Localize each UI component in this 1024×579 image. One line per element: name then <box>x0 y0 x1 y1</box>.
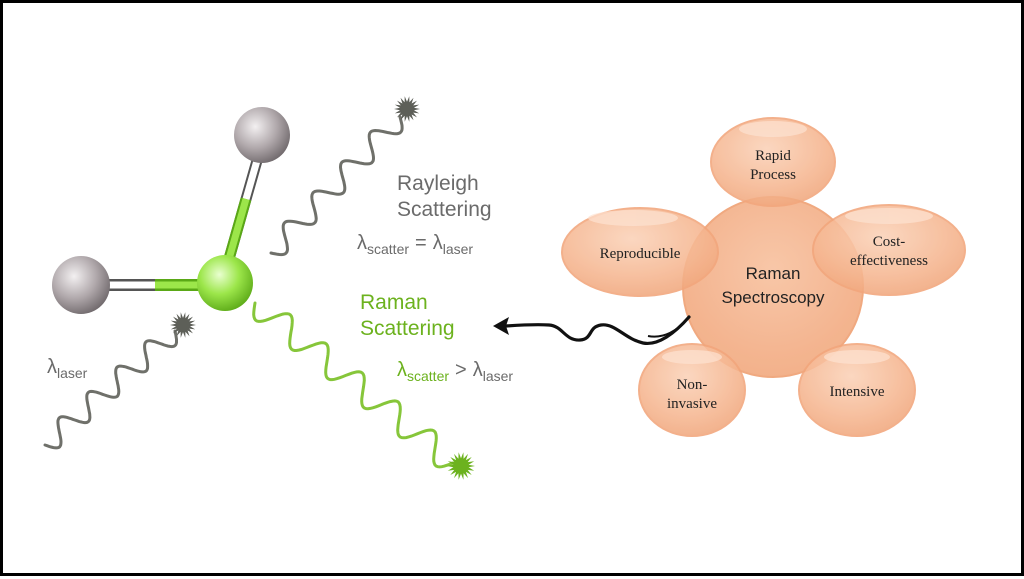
petal-intensive <box>798 343 916 437</box>
greater-than-operator: > <box>455 359 467 381</box>
center-label-line2: Spectroscopy <box>722 288 825 307</box>
subscript-laser: laser <box>443 241 474 257</box>
lambda-symbol: λ <box>397 359 407 381</box>
raman-title-line2: Scattering <box>360 317 455 340</box>
subscript-laser: laser <box>57 365 88 381</box>
subscript-laser: laser <box>483 368 514 384</box>
raman-title-line1: Raman <box>360 291 428 314</box>
raman-scattered-wave <box>252 301 455 469</box>
petal-rapid-line2: Process <box>750 167 796 183</box>
equals-operator: = <box>415 232 427 254</box>
petal-cost-line2: effectiveness <box>850 253 928 269</box>
petal-noninvasive-line2: invasive <box>667 396 717 412</box>
rayleigh-burst-icon <box>394 96 420 122</box>
petal-cost-effectiveness <box>812 204 966 296</box>
petal-cost-line1: Cost- <box>873 234 906 250</box>
incident-laser-label: λlaser <box>47 356 88 381</box>
petal-rapid-line1: Rapid <box>755 148 791 164</box>
petal-intensive-label: Intensive <box>830 384 885 400</box>
burst-core <box>176 318 190 332</box>
center-label-line1: Raman <box>746 264 801 283</box>
atom-center <box>197 255 253 311</box>
burst-core <box>400 102 414 116</box>
rayleigh-scattered-wave <box>269 115 404 257</box>
atom-left <box>52 256 110 314</box>
subscript-scatter: scatter <box>367 241 409 257</box>
atom-top <box>234 107 290 163</box>
incident-burst-icon <box>170 312 196 338</box>
arrowhead-icon <box>493 317 509 335</box>
petal-highlights <box>588 121 933 364</box>
rayleigh-label: Rayleigh Scattering λscatter=λlaser <box>357 172 492 257</box>
diagram-canvas: Rayleigh Scattering λscatter=λlaser Rama… <box>43 96 966 480</box>
lambda-symbol: λ <box>433 232 443 254</box>
raman-label: Raman Scattering λscatter>λlaser <box>360 291 513 384</box>
lambda-symbol: λ <box>357 232 367 254</box>
rayleigh-equation: λscatter=λlaser <box>357 232 473 257</box>
bond-top <box>219 137 268 279</box>
rayleigh-title-line1: Rayleigh <box>397 172 479 195</box>
burst-core <box>454 459 468 473</box>
lambda-symbol: λ <box>473 359 483 381</box>
incident-laser-wave <box>43 329 178 450</box>
raman-equation: λscatter>λlaser <box>397 359 513 384</box>
petal-reproducible-label: Reproducible <box>600 246 681 262</box>
lambda-symbol: λ <box>47 356 57 378</box>
spectroscopy-diagram: Rapid Process Reproducible Cost- effecti… <box>561 117 966 437</box>
petal-rapid-process <box>710 117 836 207</box>
molecule <box>52 107 290 314</box>
petal-reproducible <box>561 207 719 297</box>
connector-arrow <box>493 315 691 345</box>
subscript-scatter: scatter <box>407 368 449 384</box>
petal-noninvasive-line1: Non- <box>677 377 708 393</box>
raman-burst-icon <box>447 452 475 480</box>
rayleigh-title-line2: Scattering <box>397 198 492 221</box>
petal-non-invasive <box>638 343 746 437</box>
